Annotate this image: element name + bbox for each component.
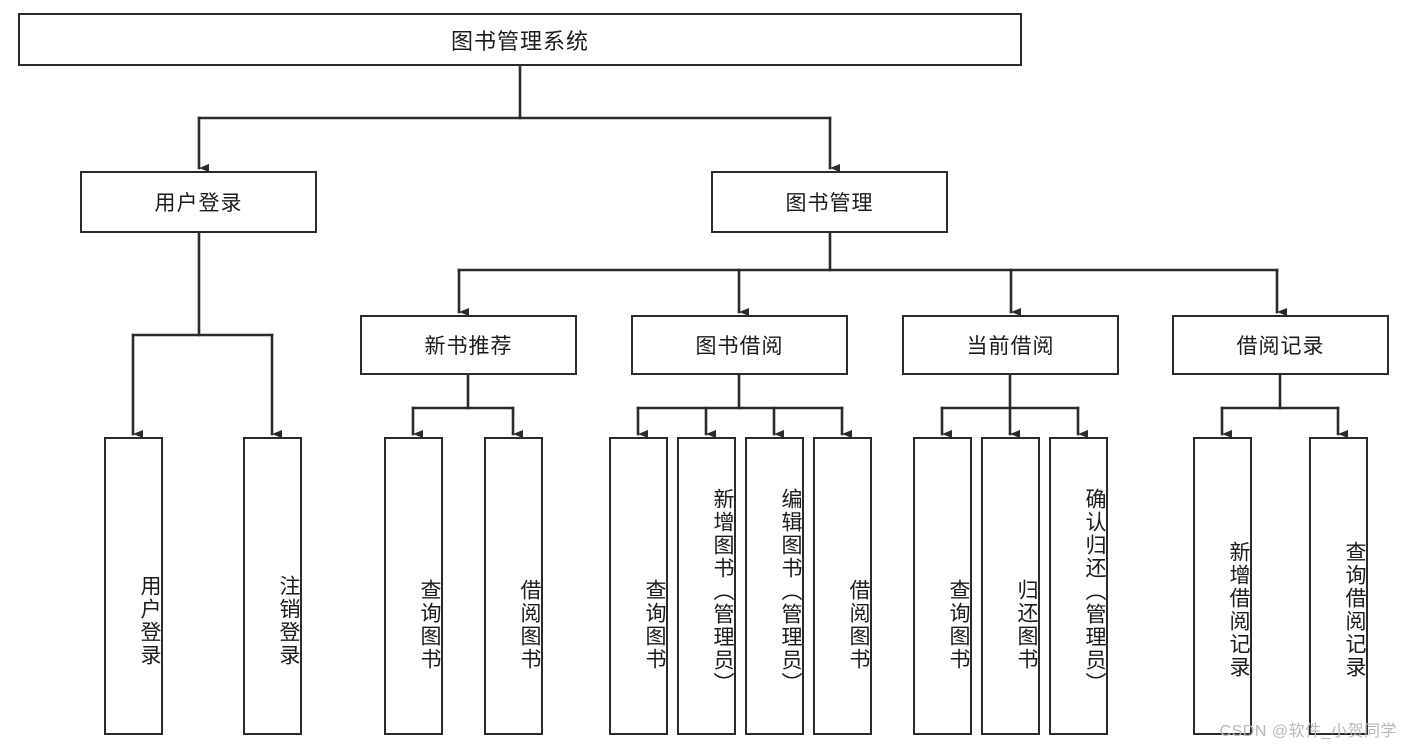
node-label: 新增图书（管理员） — [711, 487, 734, 695]
leaf-record-add-borrow-record[interactable]: 新增借阅记录 — [1193, 437, 1252, 735]
node-label: 查询借阅记录 — [1343, 541, 1366, 679]
node-label: 注销登录 — [277, 575, 300, 667]
leaf-current-return-book[interactable]: 归还图书 — [981, 437, 1040, 735]
node-label: 图书管理 — [785, 192, 874, 215]
node-current-borrow[interactable]: 当前借阅 — [902, 315, 1119, 375]
leaf-current-query-book[interactable]: 查询图书 — [913, 437, 972, 735]
node-label: 借阅图书 — [847, 579, 870, 671]
leaf-borrow-add-book-admin[interactable]: 新增图书（管理员） — [677, 437, 736, 735]
node-label: 新书推荐 — [424, 335, 513, 358]
node-borrow-record[interactable]: 借阅记录 — [1172, 315, 1389, 375]
node-label: 借阅记录 — [1236, 335, 1325, 358]
leaf-user-login-login[interactable]: 用户登录 — [104, 437, 163, 735]
node-label: 查询图书 — [643, 579, 666, 671]
node-label: 当前借阅 — [966, 335, 1055, 358]
leaf-current-confirm-return-admin[interactable]: 确认归还（管理员） — [1049, 437, 1108, 735]
node-root-system[interactable]: 图书管理系统 — [18, 13, 1022, 66]
node-label: 用户登录 — [138, 575, 161, 667]
leaf-user-login-logout[interactable]: 注销登录 — [243, 437, 302, 735]
node-label: 确认归还（管理员） — [1083, 487, 1106, 695]
node-label: 图书管理系统 — [450, 28, 589, 54]
node-label: 图书借阅 — [695, 335, 784, 358]
leaf-recommend-borrow-book[interactable]: 借阅图书 — [484, 437, 543, 735]
leaf-borrow-query-book[interactable]: 查询图书 — [609, 437, 668, 735]
leaf-borrow-borrow-book[interactable]: 借阅图书 — [813, 437, 872, 735]
node-label: 新增借阅记录 — [1227, 541, 1250, 679]
node-label: 归还图书 — [1015, 579, 1038, 671]
node-new-book-recommend[interactable]: 新书推荐 — [360, 315, 577, 375]
leaf-borrow-edit-book-admin[interactable]: 编辑图书（管理员） — [745, 437, 804, 735]
node-book-management[interactable]: 图书管理 — [711, 171, 948, 233]
leaf-record-query-borrow-record[interactable]: 查询借阅记录 — [1309, 437, 1368, 735]
node-label: 用户登录 — [154, 192, 243, 215]
node-label: 查询图书 — [418, 579, 441, 671]
node-book-borrow[interactable]: 图书借阅 — [631, 315, 848, 375]
node-user-login[interactable]: 用户登录 — [80, 171, 317, 233]
leaf-recommend-query-book[interactable]: 查询图书 — [384, 437, 443, 735]
csdn-watermark: CSDN @软件_小贺同学 — [1219, 723, 1397, 740]
node-label: 借阅图书 — [518, 579, 541, 671]
node-label: 编辑图书（管理员） — [779, 487, 802, 695]
node-label: 查询图书 — [947, 579, 970, 671]
